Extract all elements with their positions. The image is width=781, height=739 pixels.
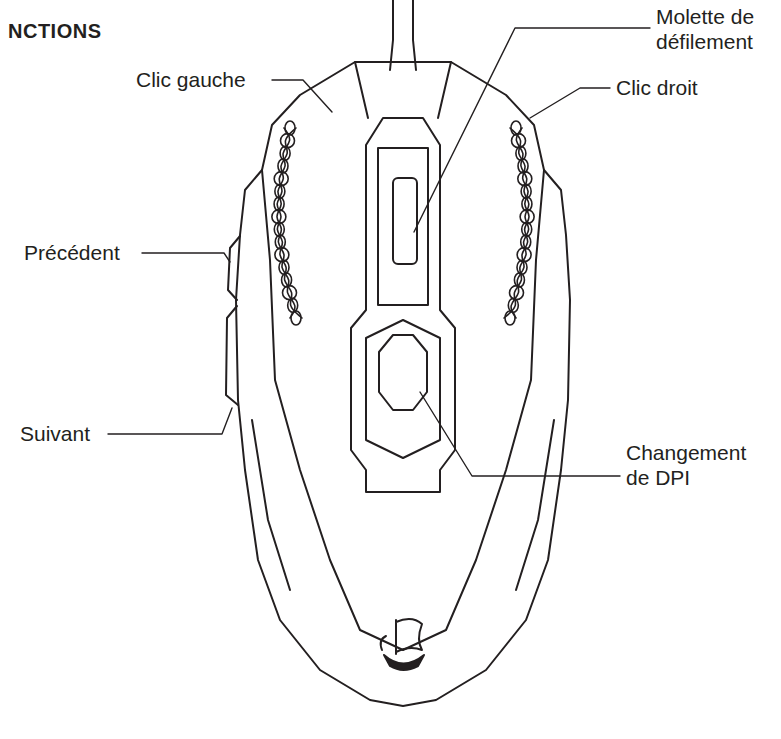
dpi-button [379, 335, 427, 410]
grip-line [262, 170, 544, 650]
part-label: Molette de défilement [654, 4, 774, 54]
part-label: Changement de DPI [624, 440, 773, 490]
cable [390, 0, 416, 70]
mouse-shell [236, 62, 570, 706]
part-label: Clic droit [614, 75, 700, 100]
leader-line [108, 28, 650, 476]
part-label: Précédent [22, 240, 122, 265]
section-heading: NCTIONS [8, 20, 102, 43]
part-label: Suivant [18, 421, 92, 446]
celtic-ornament [504, 121, 534, 325]
scroll-wheel [393, 178, 417, 264]
ship-logo [381, 619, 424, 670]
grip-line [252, 420, 554, 590]
button-edge [355, 62, 451, 118]
side-button-forward [226, 306, 238, 405]
side-button-back [228, 236, 240, 300]
part-label: Clic gauche [134, 67, 248, 92]
celtic-ornament [272, 121, 302, 325]
dpi-button [366, 320, 440, 458]
knot-strand [277, 128, 296, 318]
knot-strand [277, 128, 302, 318]
knot-strand [504, 128, 529, 318]
center-column [351, 118, 455, 492]
center-column [378, 148, 428, 305]
